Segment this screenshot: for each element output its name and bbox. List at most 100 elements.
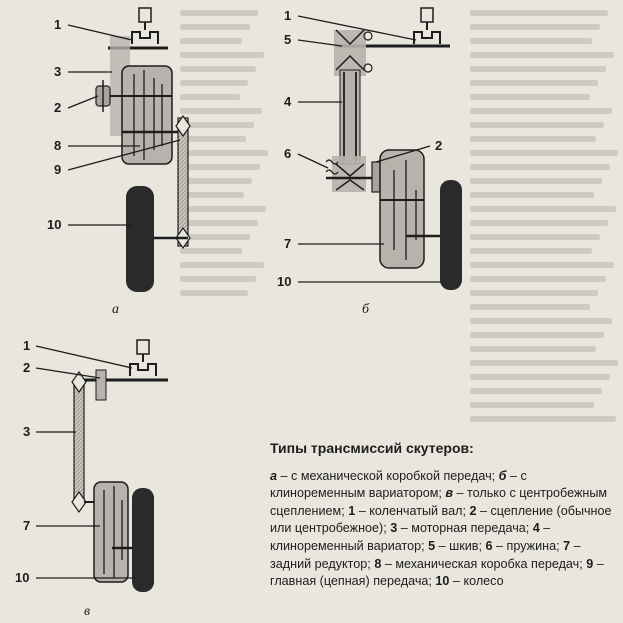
background-text-line (470, 416, 616, 422)
leaders-a (67, 24, 181, 226)
background-text-line (470, 136, 596, 142)
caption-separator: – (476, 503, 491, 518)
sublabel-v: в (84, 604, 91, 619)
background-text-line (470, 52, 614, 58)
caption-separator: – (570, 538, 581, 553)
caption-text: с клиноременным вариатором; (270, 468, 527, 501)
background-text-line (470, 164, 610, 170)
chain-drive-a (175, 114, 191, 250)
background-text-line (470, 108, 612, 114)
clutch-v (95, 369, 107, 401)
callout-a-8: 8 (53, 138, 63, 153)
diagram-a (67, 7, 191, 292)
callout-b-2: 2 (434, 138, 444, 153)
background-text-line (470, 80, 598, 86)
wheel-a (126, 186, 188, 292)
caption-text: пружина; (506, 538, 564, 553)
background-text-line (470, 150, 618, 156)
callout-b-6: 6 (283, 146, 293, 161)
caption-separator: – (492, 538, 507, 553)
caption-key: 7 (563, 538, 571, 553)
background-text-line (470, 24, 600, 30)
background-text-line (180, 220, 258, 226)
callout-a-10: 10 (46, 217, 63, 232)
background-text-line (180, 94, 240, 100)
background-text-line (180, 192, 244, 198)
callout-a-2: 2 (53, 100, 63, 115)
background-text-line (470, 94, 590, 100)
caption-text: моторная передача; (411, 521, 533, 536)
wheel-v (132, 488, 154, 592)
background-text-line (180, 206, 266, 212)
background-text-line (180, 108, 262, 114)
background-text-line (470, 402, 594, 408)
leaders-b (297, 15, 444, 283)
background-text-line (180, 150, 268, 156)
background-text-line (470, 66, 606, 72)
motor-drive-v (71, 370, 96, 514)
pulley-bottom-b (325, 156, 380, 192)
caption-text: механическая коробка передач; (395, 556, 587, 571)
callout-a-3: 3 (53, 64, 63, 79)
caption-key: в (445, 486, 454, 501)
background-text-line (470, 10, 608, 16)
background-text-line (470, 206, 616, 212)
callout-a-9: 9 (53, 162, 63, 177)
caption-text: шкив; (449, 538, 486, 553)
background-text-line (470, 332, 604, 338)
background-text-line (470, 318, 612, 324)
caption-separator: – (453, 486, 468, 501)
caption-title: Типы трансмиссий скутеров: (270, 440, 474, 456)
caption: Типы трансмиссий скутеров: а – с механич… (270, 440, 618, 591)
background-text-line (470, 234, 600, 240)
callout-v-10: 10 (14, 570, 31, 585)
callout-v-3: 3 (22, 424, 32, 439)
clutch-a (95, 80, 111, 112)
background-text-line (470, 248, 592, 254)
background-text-line (180, 136, 246, 142)
callout-b-10: 10 (276, 274, 293, 289)
background-text-line (180, 262, 264, 268)
background-text-line (470, 220, 608, 226)
callout-b-4: 4 (283, 94, 293, 109)
caption-key: 9 (586, 556, 594, 571)
caption-key: 4 (532, 521, 540, 536)
background-text-line (180, 122, 254, 128)
callout-v-7: 7 (22, 518, 32, 533)
callout-v-2: 2 (22, 360, 32, 375)
caption-separator: – (539, 521, 551, 536)
rear-reducer-b (379, 149, 446, 269)
sublabel-b: б (362, 302, 370, 317)
wheel-b (440, 180, 462, 290)
callout-b-7: 7 (283, 236, 293, 251)
background-text-line (470, 388, 602, 394)
caption-separator: – (435, 538, 450, 553)
crankshaft-v (78, 339, 168, 382)
caption-key: 6 (485, 538, 493, 553)
background-text-line (180, 80, 248, 86)
caption-text: только с центробежным сцеплением; (270, 486, 608, 518)
background-text-line (180, 52, 264, 58)
caption-separator: – (277, 468, 292, 483)
caption-separator: – (355, 503, 370, 518)
belt-variator-b (339, 69, 361, 165)
caption-separator: – (397, 521, 412, 536)
background-text-line (180, 290, 248, 296)
background-text-line (180, 178, 252, 184)
background-text-line (470, 276, 606, 282)
diagram-v (35, 339, 168, 592)
caption-key: а (270, 468, 278, 483)
background-text-line (470, 122, 604, 128)
caption-key: б (498, 468, 507, 483)
background-text-line (180, 66, 256, 72)
caption-separator: – (449, 574, 464, 589)
caption-text: колесо (463, 574, 504, 589)
background-text-line (470, 192, 594, 198)
rear-reducer-v (93, 481, 140, 583)
background-text-line (180, 24, 250, 30)
callout-b-5: 5 (283, 32, 293, 47)
caption-text: клиноременный вариатор; (270, 538, 429, 553)
background-text-line (180, 38, 242, 44)
